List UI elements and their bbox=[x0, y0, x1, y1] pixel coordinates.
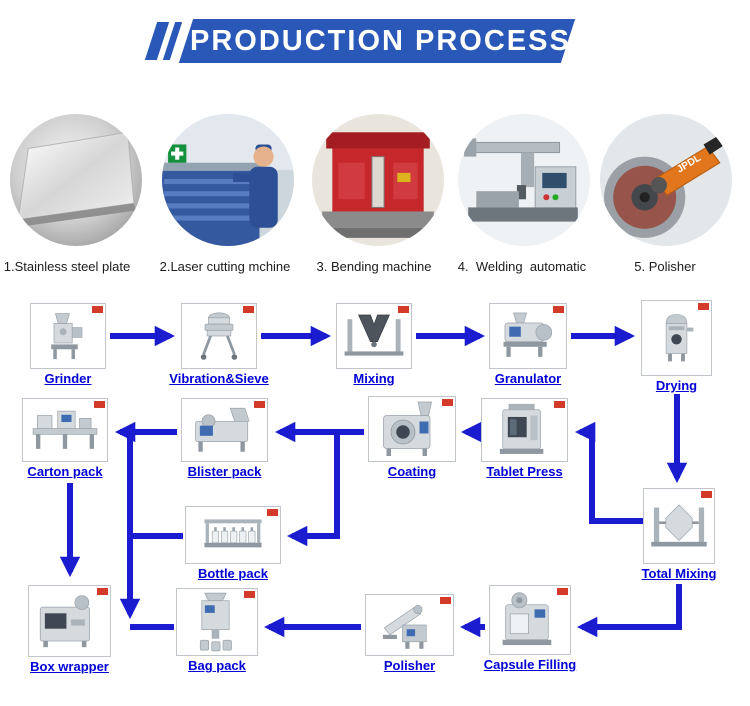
blister-pack-machine-icon bbox=[184, 401, 265, 459]
brand-mark-icon bbox=[243, 306, 254, 313]
flow-link-capsule-filling[interactable]: Capsule Filling bbox=[483, 657, 577, 672]
flow-node-vibration-sieve: Vibration&Sieve bbox=[169, 303, 269, 386]
flow-link-bottle-pack[interactable]: Bottle pack bbox=[197, 566, 269, 581]
bag-pack-machine-icon bbox=[179, 591, 255, 653]
drying-machine-image[interactable] bbox=[641, 300, 712, 376]
stainless-steel-plate-photo bbox=[10, 114, 142, 246]
flow-link-bag-pack[interactable]: Bag pack bbox=[188, 658, 246, 673]
brand-mark-icon bbox=[94, 401, 105, 408]
brand-mark-icon bbox=[553, 306, 564, 313]
flow-node-coating: Coating bbox=[368, 396, 456, 479]
polisher-machine-icon bbox=[368, 597, 451, 653]
polisher-machine-image[interactable] bbox=[365, 594, 454, 656]
flow-link-coating[interactable]: Coating bbox=[387, 464, 437, 479]
vibration-sieve-machine-icon bbox=[184, 306, 254, 366]
bottle-pack-machine-icon bbox=[188, 509, 278, 561]
grinder-machine-image[interactable] bbox=[30, 303, 106, 369]
flow-node-box-wrapper: Box wrapper bbox=[28, 585, 111, 674]
capsule-filling-machine-icon bbox=[492, 588, 568, 652]
brand-mark-icon bbox=[254, 401, 265, 408]
brand-mark-icon bbox=[442, 399, 453, 406]
flow-link-box-wrapper[interactable]: Box wrapper bbox=[30, 659, 109, 674]
carton-pack-machine-icon bbox=[25, 401, 105, 459]
mixing-machine-image[interactable] bbox=[336, 303, 412, 369]
flow-link-mixing[interactable]: Mixing bbox=[353, 371, 395, 386]
vibration-sieve-machine-image[interactable] bbox=[181, 303, 257, 369]
bending-machine-photo bbox=[312, 114, 444, 246]
double-cone-mixer-machine-icon bbox=[646, 491, 712, 561]
page-title: PRODUCTION PROCESS bbox=[190, 25, 571, 57]
caption-bending-machine: 3. Bending machine bbox=[316, 259, 432, 274]
flow-arrow-total-mixing-to-tablet-press bbox=[574, 421, 643, 524]
flow-link-grinder[interactable]: Grinder bbox=[44, 371, 92, 386]
brand-mark-icon bbox=[554, 401, 565, 408]
flow-node-mixing: Mixing bbox=[336, 303, 412, 386]
capsule-filling-machine-image[interactable] bbox=[489, 585, 571, 655]
brand-mark-icon bbox=[698, 303, 709, 310]
carton-pack-machine-image[interactable] bbox=[22, 398, 108, 462]
brand-mark-icon bbox=[92, 306, 103, 313]
flow-link-blister-pack[interactable]: Blister pack bbox=[187, 464, 262, 479]
flow-link-carton-pack[interactable]: Carton pack bbox=[27, 464, 103, 479]
tablet-press-machine-image[interactable] bbox=[481, 398, 568, 462]
flow-link-tablet-press[interactable]: Tablet Press bbox=[486, 464, 563, 479]
caption-welding-automatic: 4. Welding automatic bbox=[457, 259, 587, 274]
caption-laser-cutting: 2.Laser cutting mchine bbox=[159, 259, 291, 274]
flow-arrow-coating-branch-to-bottle-pack bbox=[286, 432, 340, 547]
brand-mark-icon bbox=[440, 597, 451, 604]
coating-machine-image[interactable] bbox=[368, 396, 456, 462]
flow-node-granulator: Granulator bbox=[489, 303, 567, 386]
flow-arrow-total-mixing-to-capsule-filling bbox=[576, 584, 682, 638]
flow-link-drying[interactable]: Drying bbox=[655, 378, 698, 393]
welding-automatic-photo bbox=[458, 114, 590, 246]
brand-mark-icon bbox=[97, 588, 108, 595]
flow-node-polisher: Polisher bbox=[365, 594, 454, 673]
brand-mark-icon bbox=[244, 591, 255, 598]
laser-cutting-machine-photo bbox=[162, 114, 294, 246]
grinder-machine-icon bbox=[33, 306, 103, 366]
flow-node-drying: Drying bbox=[641, 300, 712, 393]
bottle-pack-machine-image[interactable] bbox=[185, 506, 281, 564]
flow-link-granulator[interactable]: Granulator bbox=[494, 371, 562, 386]
brand-mark-icon bbox=[267, 509, 278, 516]
flow-node-bag-pack: Bag pack bbox=[176, 588, 258, 673]
flow-node-grinder: Grinder bbox=[30, 303, 106, 386]
caption-stainless-steel-plate: 1.Stainless steel plate bbox=[3, 259, 131, 274]
flow-link-total-mixing[interactable]: Total Mixing bbox=[641, 566, 717, 581]
granulator-machine-image[interactable] bbox=[489, 303, 567, 369]
flow-link-vibration-sieve[interactable]: Vibration&Sieve bbox=[169, 371, 269, 386]
caption-polisher: 5. Polisher bbox=[634, 259, 696, 274]
brand-mark-icon bbox=[701, 491, 712, 498]
v-mixer-machine-icon bbox=[339, 306, 409, 366]
flow-node-total-mixing: Total Mixing bbox=[642, 488, 716, 581]
polisher-photo: JPDL bbox=[600, 114, 732, 246]
flow-node-bottle-pack: Bottle pack bbox=[185, 506, 281, 581]
flow-node-blister-pack: Blister pack bbox=[181, 398, 268, 479]
brand-mark-icon bbox=[398, 306, 409, 313]
flow-node-carton-pack: Carton pack bbox=[22, 398, 108, 479]
flow-node-capsule-filling: Capsule Filling bbox=[484, 585, 576, 672]
flow-link-polisher[interactable]: Polisher bbox=[383, 658, 436, 673]
tablet-press-machine-icon bbox=[484, 401, 565, 459]
box-wrapper-machine-icon bbox=[31, 588, 108, 654]
flow-node-tablet-press: Tablet Press bbox=[481, 398, 568, 479]
blister-pack-machine-image[interactable] bbox=[181, 398, 268, 462]
dryer-machine-icon bbox=[644, 303, 709, 373]
granulator-machine-icon bbox=[492, 306, 564, 366]
box-wrapper-machine-image[interactable] bbox=[28, 585, 111, 657]
coating-machine-icon bbox=[371, 399, 453, 459]
bag-pack-machine-image[interactable] bbox=[176, 588, 258, 656]
brand-mark-icon bbox=[557, 588, 568, 595]
total-mixing-machine-image[interactable] bbox=[643, 488, 715, 564]
